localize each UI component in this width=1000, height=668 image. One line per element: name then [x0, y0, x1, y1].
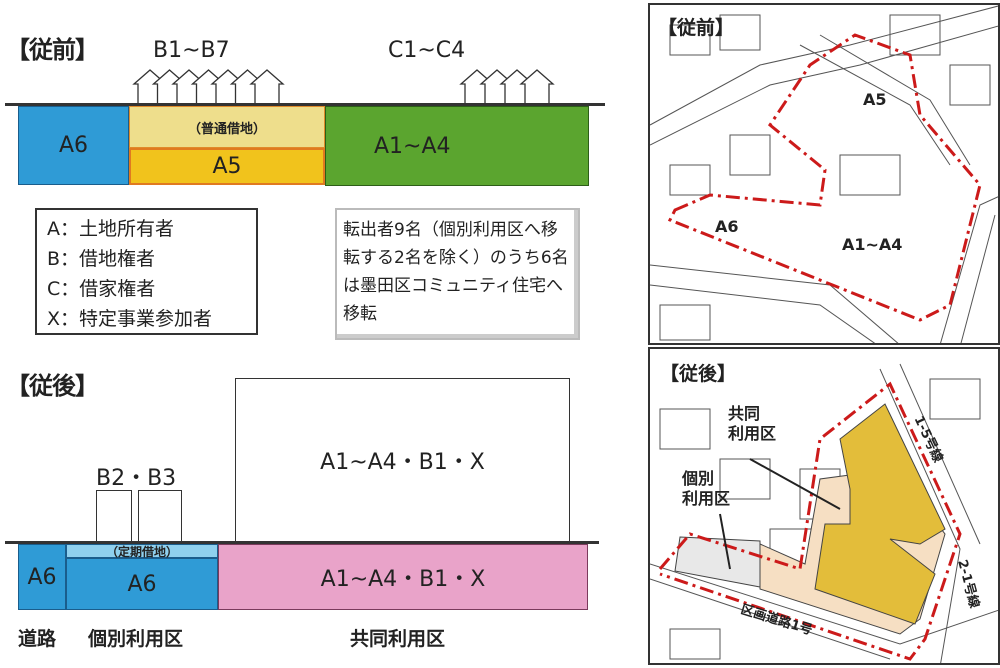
shared-building-label: A1~A4・B1・X — [320, 450, 485, 475]
b-holders-label: B1~B7 — [153, 38, 230, 63]
fixed-lease: （定期借地） — [66, 544, 218, 559]
shared-plot: A1~A4・B1・X — [218, 544, 588, 610]
plot-a6-label: A6 — [58, 133, 89, 158]
map-a6: A6 — [715, 217, 739, 236]
fixed-lease-label: （定期借地） — [105, 544, 178, 559]
house-b3 — [138, 490, 182, 542]
map-before: 【従前】 A5 A6 A1~A4 — [648, 3, 1000, 345]
map-after-heading: 【従後】 — [660, 363, 737, 385]
zone-road: 道路 — [18, 628, 57, 650]
house-icon — [519, 69, 555, 103]
legend-a: A：土地所有者 — [47, 218, 174, 240]
relocation-note: 転出者9名（個別利用区へ移転する2名を除く）のうち6名は墨田区コミュニティ住宅へ… — [335, 208, 580, 340]
shared-building: A1~A4・B1・X — [235, 378, 570, 542]
c-holders-label: C1~C4 — [388, 38, 466, 63]
map-after: 【従後】 共同 利用区 個別 利用区 1-5号線 2-1号線 区画道路1号 — [648, 347, 1000, 665]
road-a6-label: A6 — [27, 564, 57, 590]
map-a5: A5 — [863, 90, 887, 109]
map-a1-a4: A1~A4 — [842, 235, 903, 254]
ordinary-lease: （普通借地） — [129, 106, 325, 148]
plot-a1-a4-label: A1~A4 — [374, 133, 451, 159]
house-b2 — [96, 490, 132, 542]
house-icons — [132, 69, 555, 103]
map-before-heading: 【従前】 — [658, 17, 735, 39]
ordinary-lease-label: （普通借地） — [187, 121, 266, 137]
zone-shared: 共同利用区 — [350, 628, 446, 650]
individual-a6-label: A6 — [127, 571, 157, 597]
zone-individual: 個別利用区 — [88, 628, 184, 650]
shared-plot-label: A1~A4・B1・X — [320, 567, 486, 592]
plot-a6: A6 — [18, 106, 129, 185]
ground-line — [5, 103, 605, 106]
house-icon — [249, 69, 285, 103]
plot-a5: A5 — [129, 148, 325, 185]
map-individual-zone: 個別 利用区 — [682, 469, 731, 508]
b2-b3-label: B2・B3 — [96, 466, 177, 491]
legend-x: X：特定事業参加者 — [47, 308, 213, 330]
map-shared-zone: 共同 利用区 — [728, 404, 777, 443]
legend: A：土地所有者 B：借地権者 C：借家権者 X：特定事業参加者 — [35, 208, 258, 335]
plot-a1-a4: A1~A4 — [325, 106, 589, 186]
ground-line-after — [5, 541, 599, 544]
before-heading: 【従前】 — [6, 36, 99, 64]
legend-b: B：借地権者 — [47, 248, 156, 270]
plot-a5-label: A5 — [212, 154, 242, 179]
road-a6: A6 — [18, 544, 66, 610]
individual-a6: A6 — [66, 558, 218, 610]
legend-c: C：借家権者 — [47, 278, 156, 300]
after-heading: 【従後】 — [6, 372, 99, 400]
